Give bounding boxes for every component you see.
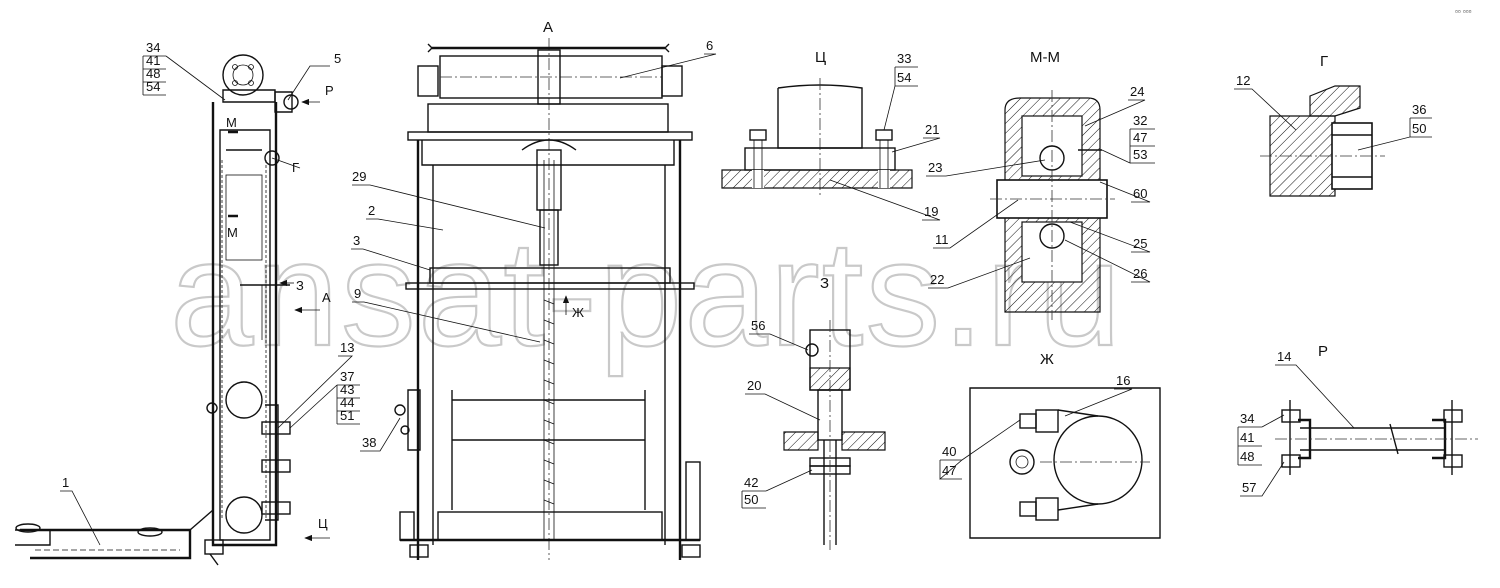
view-label-Ts: Ц xyxy=(815,49,826,66)
mark-M-bottom: М xyxy=(227,225,238,240)
callout-1: 1 xyxy=(62,475,69,490)
callout-42: 42 xyxy=(744,475,758,490)
view-Ts-callouts: 33 54 21 19 xyxy=(829,51,941,221)
side-view: М М Г З А Р Ц xyxy=(15,54,334,566)
callout-48b: 48 xyxy=(1240,449,1254,464)
callout-11: 11 xyxy=(935,232,949,247)
front-view: А Ж xyxy=(394,19,701,560)
callout-13: 13 xyxy=(340,340,354,355)
callout-41b: 41 xyxy=(1240,430,1254,445)
callout-48: 48 xyxy=(146,66,160,81)
mark-G: Г xyxy=(292,160,299,175)
mark-P: Р xyxy=(325,83,334,98)
mark-M-top: М xyxy=(226,115,237,130)
view-Ts: Ц xyxy=(721,49,913,195)
corner-mark: ▫▫ ▫▫▫ xyxy=(1455,7,1472,16)
watermark: ansat-parts.ru xyxy=(170,209,1123,377)
callout-53: 53 xyxy=(1133,147,1147,162)
view-Z-callouts: 56 20 42 50 xyxy=(741,318,821,509)
callout-50: 50 xyxy=(1412,121,1426,136)
callout-34b: 34 xyxy=(1240,411,1254,426)
callout-2: 2 xyxy=(368,203,375,218)
callout-36: 36 xyxy=(1412,102,1426,117)
mark-Ts: Ц xyxy=(318,516,328,531)
callout-26: 26 xyxy=(1133,266,1147,281)
callout-29: 29 xyxy=(352,169,366,184)
callout-50b: 50 xyxy=(744,492,758,507)
mark-A-arrow: А xyxy=(322,290,331,305)
view-label-MM: М-М xyxy=(1030,49,1060,66)
callout-16: 16 xyxy=(1116,373,1130,388)
callout-9: 9 xyxy=(354,286,361,301)
callout-6: 6 xyxy=(706,38,713,53)
callout-33: 33 xyxy=(897,51,911,66)
callout-51: 51 xyxy=(340,408,354,423)
mark-Zh: Ж xyxy=(572,305,584,320)
callout-44: 44 xyxy=(340,395,354,410)
callout-56: 56 xyxy=(751,318,765,333)
callout-20: 20 xyxy=(747,378,761,393)
view-MM-callouts: 24 32 47 53 23 60 11 25 22 26 xyxy=(926,84,1155,289)
callout-3: 3 xyxy=(353,233,360,248)
callout-14: 14 xyxy=(1277,349,1291,364)
view-G: Г xyxy=(1260,53,1385,197)
front-callouts: 6 29 2 3 9 38 xyxy=(351,38,717,452)
callout-12: 12 xyxy=(1236,73,1250,88)
callout-34: 34 xyxy=(146,40,160,55)
callout-32: 32 xyxy=(1133,113,1147,128)
callout-23: 23 xyxy=(928,160,942,175)
callout-47: 47 xyxy=(1133,130,1147,145)
view-MM: М-М xyxy=(990,49,1115,320)
mark-Z: З xyxy=(296,278,304,293)
callout-37: 37 xyxy=(340,369,354,384)
view-label-Z: З xyxy=(820,275,829,292)
view-G-callouts: 12 36 50 xyxy=(1234,73,1432,151)
callout-24: 24 xyxy=(1130,84,1144,99)
callout-5: 5 xyxy=(334,51,341,66)
callout-22: 22 xyxy=(930,272,944,287)
callout-54b: 54 xyxy=(897,70,911,85)
view-R: Р xyxy=(1275,343,1478,475)
side-callouts: 34 41 48 54 5 13 37 43 44 51 1 xyxy=(60,40,360,546)
callout-41: 41 xyxy=(146,53,160,68)
view-R-callouts: 14 34 41 48 57 xyxy=(1237,349,1355,497)
view-label-R: Р xyxy=(1318,343,1328,360)
callout-57: 57 xyxy=(1242,480,1256,495)
callout-43: 43 xyxy=(340,382,354,397)
callout-54: 54 xyxy=(146,79,160,94)
view-Zh: Ж xyxy=(969,351,1161,539)
view-label-G: Г xyxy=(1320,53,1328,70)
view-Zh-callouts: 16 40 47 xyxy=(939,373,1133,480)
view-Z: З xyxy=(783,275,886,550)
view-label-Zh: Ж xyxy=(1040,351,1054,368)
callout-38: 38 xyxy=(362,435,376,450)
callout-40: 40 xyxy=(942,444,956,459)
view-label-A: А xyxy=(543,19,553,36)
callout-60: 60 xyxy=(1133,186,1147,201)
callout-21: 21 xyxy=(925,122,939,137)
